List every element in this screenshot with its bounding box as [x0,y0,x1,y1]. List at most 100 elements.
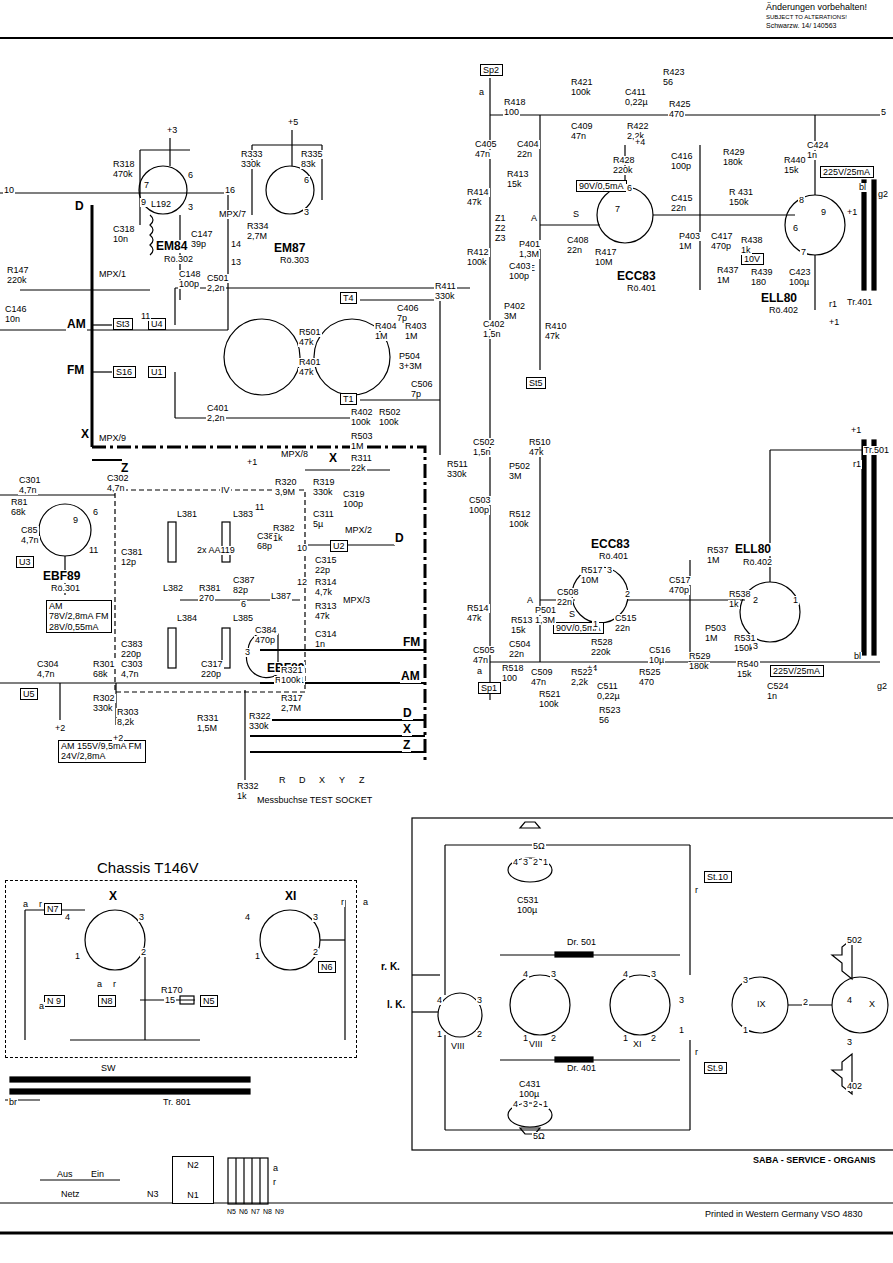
component-label: +1 [246,458,258,467]
component-label: S [572,210,580,219]
component-label: L385 [232,614,254,623]
component-label: ECC83 [616,270,657,283]
component-label: N6 [238,1208,249,1215]
component-label: 12 [296,578,308,587]
component-label: C417 [710,232,734,241]
node-text: Sp1 [481,683,497,693]
component-label: 3 [476,996,483,1005]
component-label: 7p [396,314,408,323]
component-label: 10M [594,258,614,267]
component-label: a [362,898,369,907]
component-label: EM87 [273,242,306,255]
component-label: C509 [530,668,554,677]
component-label: R314 [314,578,338,587]
component-label: 100k [570,88,592,97]
component-label: MPX/7 [218,210,247,219]
boxed-label: N7 [44,903,62,915]
component-label: 4 [64,913,71,922]
component-label: 1k [236,792,248,801]
boxed-label: U2 [330,540,348,552]
component-label: 2,7M [246,232,268,241]
boxed-label: Sp2 [480,64,503,76]
component-label: C146 [4,305,28,314]
component-label: C511 [596,682,619,691]
component-label: 100 [501,674,518,683]
component-label: Printed in Western Germany VSO 4830 [704,1210,863,1219]
component-label: a [272,1164,279,1173]
component-label: +2 [112,734,124,743]
node-text: St.9 [707,1063,723,1073]
component-label: C148 [178,270,202,279]
component-label: Rö.402 [768,306,799,315]
node-text: N6 [321,962,333,972]
component-label: C423 [788,268,812,277]
component-label: 100 [503,108,520,117]
component-label: r [694,886,699,895]
component-label: 100µ [788,278,810,287]
component-label: X [80,428,90,441]
component-label: 1M [706,556,721,565]
component-label: VIII [450,1042,466,1051]
component-label: Schwarzw. 14/ 140563 [765,22,837,29]
component-label: r. K. [380,962,401,973]
node-text: U4 [151,319,163,329]
component-label: Aus [56,1170,74,1179]
component-label: 22n [670,204,687,213]
component-label: 5Ω [532,842,546,851]
component-label: 100p [468,506,490,515]
component-label: XI [632,1040,643,1049]
node-text: N8 [101,996,113,1006]
component-label: 1k [272,534,284,543]
component-label: 10 [3,186,15,195]
component-label: 10µ [648,656,665,665]
component-label: R411 [434,282,457,291]
component-label: R81 [10,498,29,507]
component-label: Z [358,776,366,785]
component-label: C524 [766,682,790,691]
mains-switch: N2N1 [172,1156,214,1204]
component-label: 470p [668,586,690,595]
component-label: C506 [410,380,434,389]
component-label: R512 [508,510,532,519]
component-label: R517 [580,566,604,575]
component-label: 15k [736,670,753,679]
component-label: 22k [350,464,367,473]
node-text: N 9 [47,996,61,1006]
component-label: N3 [146,1190,160,1199]
component-label: 5 [880,108,887,117]
component-label: C302 [106,474,130,483]
node-text: U3 [19,557,31,567]
component-label: +1 [828,318,840,327]
node-text: AM 78V/2,8mA FM 28V/0,55mA [49,601,109,632]
boxed-label: U5 [20,688,38,700]
component-label: 100k [280,676,302,685]
component-label: D [74,200,85,213]
boxed-label: 90V/0,5mA [576,180,627,192]
component-label: 100k [466,258,488,267]
component-label: 2 [312,948,319,957]
component-label: +3 [166,126,178,135]
component-label: 3 [678,996,685,1005]
node-text: U5 [23,689,35,699]
component-label: 1,5M [196,724,218,733]
node-text: N5 [203,996,215,1006]
component-label: 56 [662,78,674,87]
component-label: +1 [846,208,858,217]
component-label: L382 [162,584,184,593]
component-label: C508 [556,588,580,597]
component-label: 2 [140,948,147,957]
component-label: r1 [852,460,862,469]
component-label: 68k [10,508,27,517]
component-label: 3 [303,208,310,217]
component-label: 4,7k [314,588,333,597]
component-label: C409 [570,122,594,131]
component-label: R334 [246,222,270,231]
component-label: X [868,1000,876,1009]
node-text: U2 [333,541,345,551]
component-label: R503 [350,432,374,441]
component-label: +2 [54,724,66,733]
component-label: 100k [508,520,530,529]
component-label: br [8,1098,18,1107]
component-label: g2 [876,682,888,691]
component-label: FM [402,636,421,649]
